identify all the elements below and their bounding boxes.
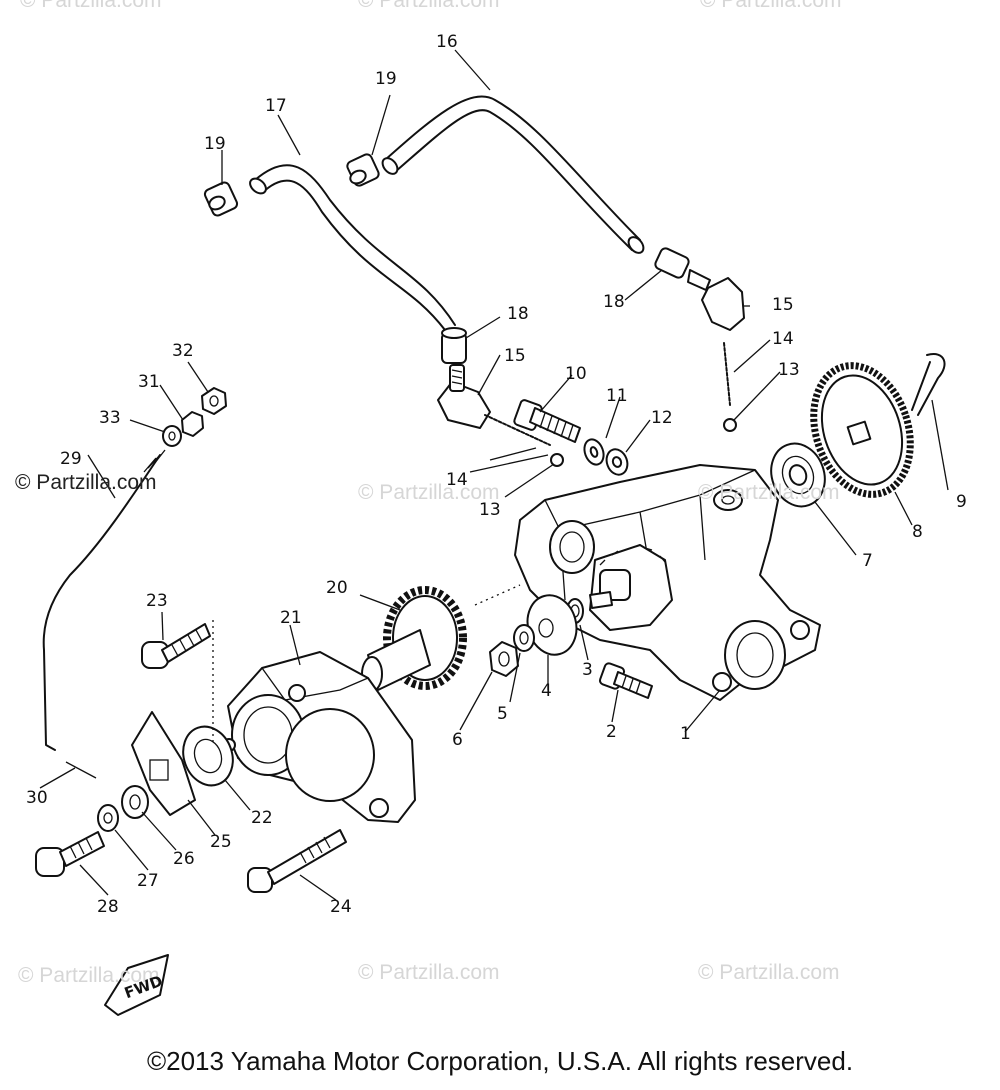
callout-9: 9 (956, 492, 967, 512)
part-25-plate (131, 711, 196, 816)
part-13-balls (550, 418, 737, 467)
callout-20: 20 (326, 578, 348, 598)
callout-21: 21 (280, 608, 302, 628)
part-11-washer (583, 438, 605, 466)
callout-15-left: 15 (504, 346, 526, 366)
watermark: © Partzilla.com (358, 0, 500, 12)
part-32-nut (201, 387, 227, 415)
part-31-nut (181, 411, 204, 437)
watermark: © Partzilla.com (698, 481, 840, 504)
callout-16: 16 (436, 32, 458, 52)
callout-25: 25 (210, 832, 232, 852)
watermark: © Partzilla.com (358, 961, 500, 984)
callout-13-right: 13 (778, 360, 800, 380)
part-26-washer (121, 785, 149, 819)
callout-29: 29 (60, 449, 82, 469)
part-8-gear (810, 362, 914, 498)
callout-19-right: 19 (375, 69, 397, 89)
part-2-screw (598, 662, 653, 699)
part-6-nut (489, 641, 519, 677)
callout-2: 2 (606, 722, 617, 742)
part-23-screw (141, 623, 211, 669)
callout-14-left: 14 (446, 470, 468, 490)
callout-33: 33 (99, 408, 121, 428)
callout-32: 32 (172, 341, 194, 361)
watermark: © Partzilla.com (358, 481, 500, 504)
part-29-rod (42, 449, 166, 751)
part-27-washer (97, 804, 119, 832)
parts-drawing (35, 49, 949, 1016)
part-14-springs (484, 342, 731, 446)
part-18-clips (441, 247, 690, 364)
part-5-washer (513, 624, 535, 652)
callout-31: 31 (138, 372, 160, 392)
leader-lines (39, 49, 949, 901)
part-20-drive-gear (361, 586, 467, 692)
part-9-pin (911, 353, 946, 416)
part-7-bearing (770, 442, 826, 508)
callout-11: 11 (606, 386, 628, 406)
callout-3: 3 (582, 660, 593, 680)
callout-13-left: 13 (479, 500, 501, 520)
fwd-arrow (104, 954, 169, 1016)
callout-4: 4 (541, 681, 552, 701)
part-24-bolt (247, 829, 347, 893)
callout-24: 24 (330, 897, 352, 917)
part-10-bolt (513, 399, 581, 443)
callout-6: 6 (452, 730, 463, 750)
part-16-oil-hose (381, 95, 645, 254)
callout-17: 17 (265, 96, 287, 116)
part-17-oil-hose (249, 164, 456, 331)
callout-22: 22 (251, 808, 273, 828)
callout-1: 1 (680, 724, 691, 744)
callout-18-left: 18 (507, 304, 529, 324)
callout-10: 10 (565, 364, 587, 384)
copyright-notice: ©2013 Yamaha Motor Corporation, U.S.A. A… (146, 1046, 854, 1076)
callout-14-right: 14 (772, 329, 794, 349)
callout-27: 27 (137, 871, 159, 891)
part-15-unions (437, 269, 745, 429)
callout-23: 23 (146, 591, 168, 611)
part-22-seal (182, 725, 234, 787)
part-30-pin (65, 761, 97, 779)
part-33-washer (162, 425, 182, 447)
callout-19-left: 19 (204, 134, 226, 154)
watermark: © Partzilla.com (20, 0, 162, 12)
callout-28: 28 (97, 897, 119, 917)
callout-12: 12 (651, 408, 673, 428)
part-19-clips (203, 153, 380, 217)
watermark: © Partzilla.com (18, 964, 160, 987)
watermark: © Partzilla.com (700, 0, 842, 12)
part-12-washer (605, 448, 629, 476)
callout-7: 7 (862, 551, 873, 571)
callout-8: 8 (912, 522, 923, 542)
part-21-cover (222, 651, 416, 823)
callout-30: 30 (26, 788, 48, 808)
watermark: © Partzilla.com (698, 961, 840, 984)
part-1-pump-body (514, 464, 821, 701)
callout-15-right: 15 (772, 295, 794, 315)
watermark: © Partzilla.com (15, 471, 157, 494)
callout-26: 26 (173, 849, 195, 869)
callout-18-right: 18 (603, 292, 625, 312)
part-28-screw (35, 831, 105, 877)
callout-5: 5 (497, 704, 508, 724)
